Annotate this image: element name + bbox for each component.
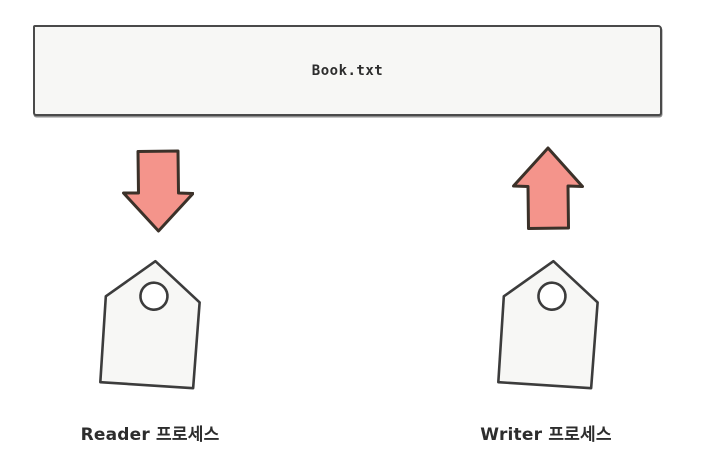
- up-arrow-icon: [512, 146, 584, 230]
- file-box-label: Book.txt: [311, 62, 384, 79]
- writer-tag-hole: [537, 281, 567, 312]
- reader-process-label: Reader 프로세스: [80, 425, 220, 445]
- file-box: Book.txt: [33, 25, 662, 116]
- writer-process-tag-icon: [497, 259, 599, 390]
- writer-process-label: Writer 프로세스: [480, 425, 612, 445]
- writer-tag-shape: [497, 259, 599, 390]
- up-arrow-shape: [512, 146, 584, 230]
- reader-tag-hole: [139, 281, 169, 312]
- reader-tag-shape: [99, 259, 201, 390]
- down-arrow-shape: [122, 149, 194, 233]
- down-arrow-icon: [122, 149, 194, 233]
- reader-process-tag-icon: [99, 259, 201, 390]
